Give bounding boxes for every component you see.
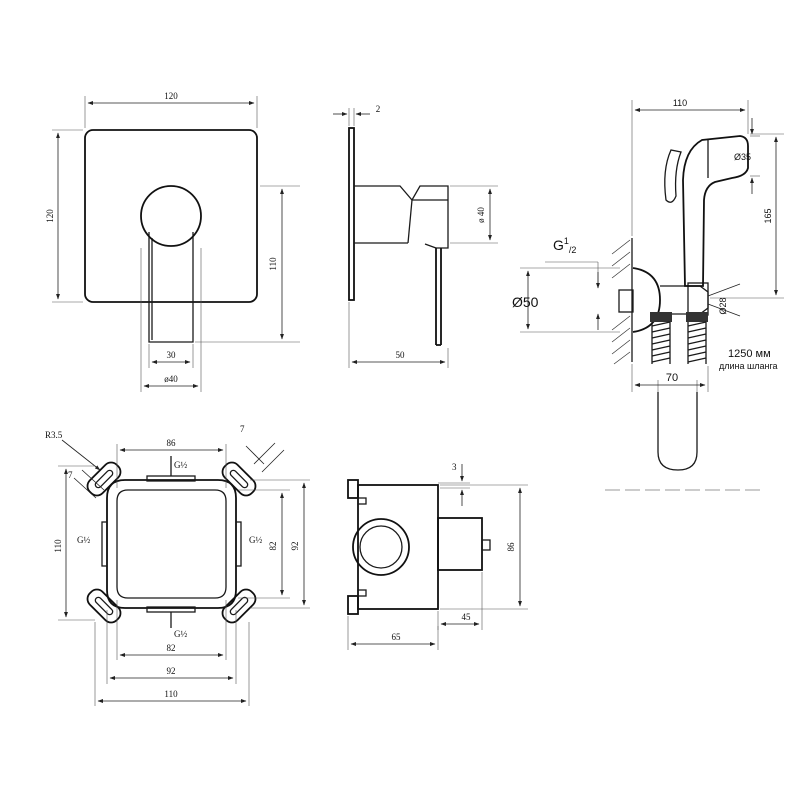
dim-lever-height-label: 110	[268, 257, 278, 271]
shower-trigger	[664, 149, 682, 203]
dim-offset-label: 70	[666, 372, 678, 384]
side-view: 2 ø 40 50	[333, 104, 498, 368]
side-body	[354, 185, 449, 249]
box-side-body	[357, 484, 439, 610]
port-right	[235, 521, 242, 567]
connector-body	[660, 285, 709, 315]
box-side-port-outer	[352, 518, 410, 576]
dim-box-side-depth-45-label: 45	[462, 612, 472, 622]
dim-flange-diameter-label: Ø50	[512, 294, 539, 310]
port-left-label: G½	[77, 535, 90, 545]
mounting-ear-bottom-left	[86, 588, 122, 624]
box-side-view: 3 86 45 65	[347, 462, 528, 650]
handle-circle	[140, 185, 202, 247]
dim-connector-leader	[707, 283, 741, 297]
box-side-spindle	[437, 517, 483, 571]
box-inner	[116, 489, 227, 599]
port-right-label: G½	[249, 535, 262, 545]
dim-head-diameter-label: Ø35	[734, 152, 751, 162]
dim-box-side-height-label: 86	[506, 542, 516, 552]
dim-depth-label: 50	[396, 350, 406, 360]
box-outer	[106, 479, 237, 609]
dim-shower-height-label: 165	[763, 208, 773, 223]
dim-lever-width-label: 30	[167, 350, 177, 360]
dim-inner-width-label: 86	[167, 438, 177, 448]
port-top-label: G½	[174, 460, 187, 470]
hose-fittings	[650, 312, 708, 364]
corner-radius-label: R3.5	[45, 430, 63, 440]
lever-body	[148, 232, 194, 343]
thread-size-label: G1/2	[553, 236, 576, 255]
dim-box-height-label: 110	[53, 539, 63, 553]
port-bottom-label: G½	[174, 629, 187, 639]
dim-box-side-depth-65-label: 65	[392, 632, 402, 642]
wall-flange	[632, 267, 661, 333]
dim-box-width-110-label: 110	[164, 689, 178, 699]
hygienic-shower-view: 110 Ø35 165 G1/2 Ø50 Ø28 1250 мм длина ш…	[512, 98, 784, 491]
box-side-port-inner	[359, 525, 403, 569]
ear-size-right-label: 7	[240, 424, 245, 434]
hose-loop	[657, 392, 698, 471]
box-side-ear-bottom	[347, 595, 359, 615]
mounting-ear-top-right	[221, 461, 257, 497]
thread-stub	[618, 289, 634, 313]
dim-box-height-92-label: 92	[290, 542, 300, 551]
hand-shower-body	[682, 135, 749, 287]
front-view: 120 120 110 30 ø40	[45, 91, 300, 392]
dim-plate-thickness-label: 2	[376, 104, 381, 114]
hose-caption: длина шланга	[719, 361, 778, 371]
side-plate	[348, 127, 355, 301]
dim-box-height-82-label: 82	[268, 542, 278, 551]
dim-width-label: 120	[164, 91, 178, 101]
dim-box-width-92-label: 92	[167, 666, 176, 676]
box-top-view: G½ G½ G½ G½ R3.5 86 7 7 110 82	[45, 424, 310, 706]
dim-height-label: 120	[45, 209, 55, 223]
cover-plate	[84, 129, 258, 303]
ear-size-left-label: 7	[68, 470, 73, 480]
dim-handle-diameter-label: ø40	[164, 374, 178, 384]
box-side-spindle-tip	[481, 539, 491, 551]
wall-hatching	[611, 239, 631, 365]
box-side-ear-top	[347, 479, 359, 499]
hose-length-label: 1250 мм	[728, 348, 771, 360]
dim-offset-3-label: 3	[452, 462, 457, 472]
dim-side-handle-label: ø 40	[476, 207, 486, 223]
side-lever	[435, 248, 442, 346]
port-left	[101, 521, 108, 567]
dim-connector-diameter-label: Ø28	[718, 297, 728, 314]
dim-shower-width-label: 110	[673, 98, 687, 108]
dim-box-width-82-label: 82	[167, 643, 176, 653]
